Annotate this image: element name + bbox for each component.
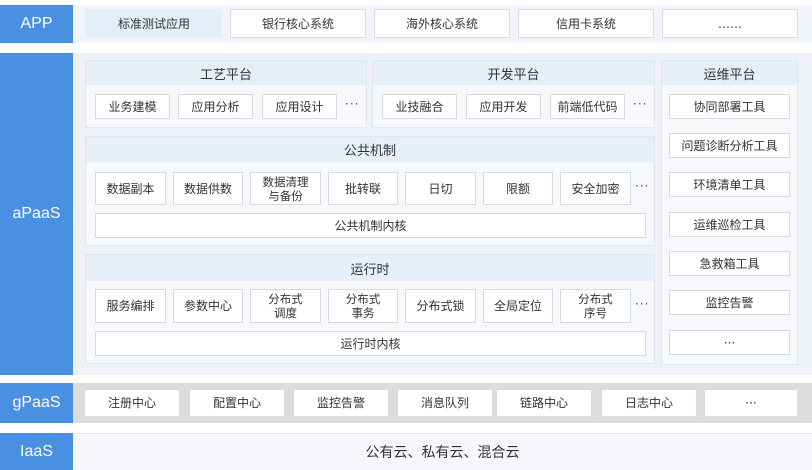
ops-item-inspection[interactable]: 运维巡检工具: [669, 212, 790, 237]
dev-item-business-tech-fusion[interactable]: 业技融合: [382, 94, 457, 119]
ops-item-env-list[interactable]: 环境清单工具: [669, 172, 790, 197]
craft-more-dots: ···: [345, 97, 360, 111]
ops-item-diagnosis[interactable]: 问题诊断分析工具: [669, 133, 790, 158]
iaas-layer-background: [73, 433, 812, 470]
gpaas-item-monitor-alert[interactable]: 监控告警: [293, 389, 389, 417]
ops-platform-title: 运维平台: [662, 61, 797, 85]
app-item-more[interactable]: ……: [662, 9, 798, 38]
public-item-data-cleanup-backup[interactable]: 数据清理 与备份: [250, 172, 321, 205]
public-item-data-replica[interactable]: 数据副本: [95, 172, 166, 205]
runtime-item-parameter-center[interactable]: 参数中心: [173, 289, 243, 323]
app-item-credit-card[interactable]: 信用卡系统: [518, 9, 654, 38]
runtime-title: 运行时: [86, 255, 654, 281]
craft-item-business-modeling[interactable]: 业务建模: [95, 94, 170, 119]
runtime-item-distributed-transaction[interactable]: 分布式 事务: [328, 289, 398, 323]
gpaas-layer-label: gPaaS: [0, 383, 73, 423]
public-item-data-supply[interactable]: 数据供数: [173, 172, 243, 205]
iaas-cloud-types: 公有云、私有云、混合云: [365, 444, 520, 461]
ops-item-more[interactable]: ···: [669, 330, 790, 355]
gpaas-item-more[interactable]: ···: [704, 389, 798, 417]
gpaas-item-registry[interactable]: 注册中心: [84, 389, 180, 417]
iaas-layer-label: IaaS: [0, 433, 73, 470]
runtime-more-dots: ···: [635, 297, 650, 311]
public-item-day-switch[interactable]: 日切: [405, 172, 476, 205]
gpaas-item-config[interactable]: 配置中心: [189, 389, 285, 417]
public-item-limit[interactable]: 限额: [483, 172, 553, 205]
gpaas-item-trace[interactable]: 链路中心: [496, 389, 592, 417]
gpaas-item-message-queue[interactable]: 消息队列: [397, 389, 493, 417]
runtime-item-distributed-scheduling[interactable]: 分布式 调度: [250, 289, 321, 323]
public-mechanism-kernel[interactable]: 公共机制内核: [95, 213, 646, 238]
app-item-bank-core[interactable]: 银行核心系统: [230, 9, 366, 38]
apaas-layer-label: aPaaS: [0, 53, 73, 375]
craft-platform-title: 工艺平台: [86, 61, 366, 85]
runtime-item-service-orchestration[interactable]: 服务编排: [95, 289, 166, 323]
runtime-item-global-locate[interactable]: 全局定位: [483, 289, 553, 323]
craft-item-app-analysis[interactable]: 应用分析: [178, 94, 253, 119]
ops-item-monitor-alert[interactable]: 监控告警: [669, 290, 790, 315]
app-item-overseas-core[interactable]: 海外核心系统: [374, 9, 510, 38]
gpaas-item-log[interactable]: 日志中心: [601, 389, 697, 417]
dev-more-dots: ···: [633, 97, 648, 111]
public-mechanism-title: 公共机制: [86, 137, 654, 162]
public-item-batch-to-online[interactable]: 批转联: [328, 172, 398, 205]
runtime-item-distributed-lock[interactable]: 分布式锁: [405, 289, 476, 323]
runtime-item-distributed-sequence[interactable]: 分布式 序号: [560, 289, 631, 323]
dev-item-app-development[interactable]: 应用开发: [466, 94, 541, 119]
app-item-standard-test[interactable]: 标准测试应用: [86, 9, 222, 38]
public-item-security-encryption[interactable]: 安全加密: [560, 172, 631, 205]
dev-item-frontend-lowcode[interactable]: 前端低代码: [550, 94, 625, 119]
app-layer-label: APP: [0, 5, 73, 43]
craft-item-app-design[interactable]: 应用设计: [262, 94, 337, 119]
ops-item-first-aid[interactable]: 急救箱工具: [669, 251, 790, 276]
public-more-dots: ···: [635, 179, 650, 193]
runtime-kernel[interactable]: 运行时内核: [95, 331, 646, 356]
ops-item-collab-deploy[interactable]: 协同部署工具: [669, 94, 790, 119]
dev-platform-title: 开发平台: [373, 61, 654, 85]
